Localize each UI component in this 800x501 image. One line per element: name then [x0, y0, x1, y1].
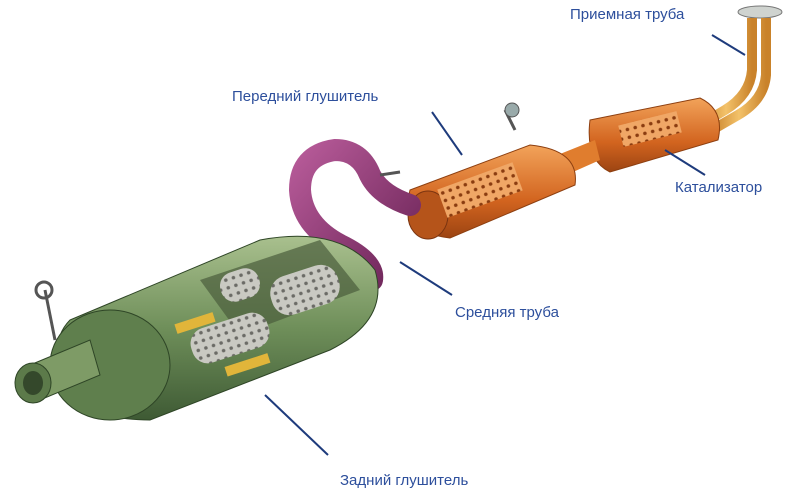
- label-middle-pipe: Средняя труба: [455, 304, 559, 321]
- leader-catalyst: [664, 149, 706, 176]
- leader-front-muffler: [431, 111, 463, 156]
- leader-middle-pipe: [399, 261, 453, 296]
- label-rear-muffler: Задний глушитель: [340, 472, 469, 489]
- label-intake-pipe: Приемная труба: [570, 6, 685, 23]
- rear-muffler: [14, 235, 379, 421]
- label-catalyst: Катализатор: [675, 179, 763, 196]
- front-muffler: [407, 102, 576, 240]
- intake-pipe: [697, 5, 783, 135]
- leader-rear-muffler: [264, 394, 329, 456]
- leader-intake-pipe: [711, 34, 746, 56]
- leader-lines: [264, 34, 746, 456]
- label-front-muffler: Передний глушитель: [232, 88, 379, 105]
